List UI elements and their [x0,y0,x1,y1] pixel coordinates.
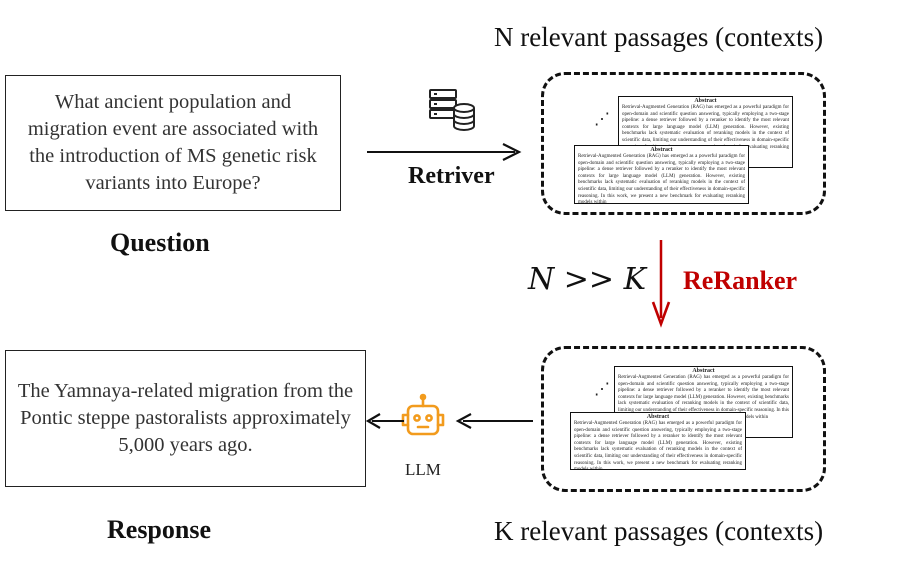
question-box: What ancient population and migration ev… [5,75,341,211]
bottom-passages-heading: K relevant passages (contexts) [494,516,824,546]
passage-doc-front: Abstract Retrieval-Augmented Generation … [570,412,746,470]
llm-label: LLM [405,460,441,479]
doc-title: Abstract [646,414,670,420]
doc-title: Abstract [694,98,717,104]
top-passages-container [541,72,826,215]
top-passages-heading: N relevant passages (contexts) [494,22,824,52]
response-text: The Yamnaya-related migration from the P… [17,380,354,456]
doc-body: Retrieval-Augmented Generation (RAG) has… [578,154,745,204]
passages-to-llm-arrow [455,413,533,429]
question-label: Question [110,228,210,257]
bottom-passages-container [541,346,826,492]
response-label: Response [107,515,212,544]
ellipsis-icon: ⋰ [594,381,610,398]
retriever-label: Retriver [408,163,495,189]
reranker-arrow [651,240,671,328]
reranker-label: ReRanker [683,266,798,295]
ellipsis-icon: ⋰ [594,111,610,128]
server-database-icon [429,89,475,131]
response-box: The Yamnaya-related migration from the P… [5,350,366,487]
passage-doc-front: Abstract Retrieval-Augmented Generation … [574,145,749,204]
doc-title: Abstract [650,147,673,153]
llm-to-response-arrow [366,413,404,429]
doc-title: Abstract [692,368,715,374]
retriever-arrow [367,143,522,161]
n-greater-k: N >> K [528,262,647,297]
doc-body: Retrieval-Augmented Generation (RAG) has… [574,421,742,470]
question-text: What ancient population and migration ev… [27,91,319,194]
